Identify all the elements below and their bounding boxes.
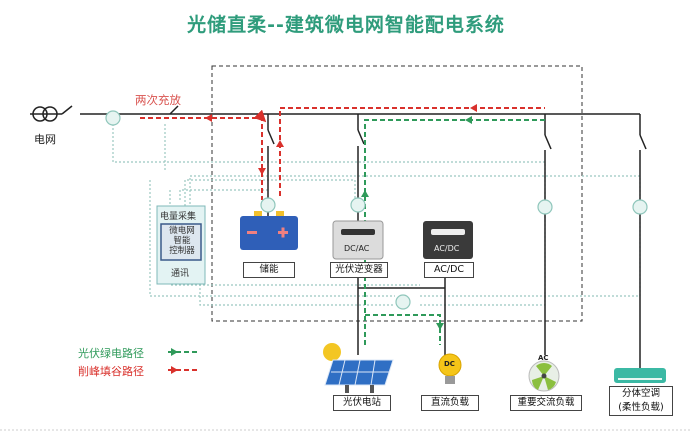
solar-panel-icon bbox=[323, 343, 394, 393]
split-ac-label: 分体空调 (柔性负载) bbox=[609, 386, 673, 416]
fan-icon bbox=[528, 360, 560, 392]
controller-center-label: 微电网 智能 控制器 bbox=[169, 226, 195, 256]
ac-icon-text: AC bbox=[538, 354, 549, 362]
switches bbox=[61, 105, 647, 150]
legend-green-label: 光伏绿电路径 bbox=[78, 347, 144, 360]
transformer-icon bbox=[32, 106, 58, 122]
air-conditioner-icon bbox=[614, 368, 666, 383]
storage-label: 储能 bbox=[243, 262, 295, 278]
controller-core bbox=[160, 223, 202, 261]
acdc-label: AC/DC bbox=[424, 262, 474, 278]
battery-icon bbox=[240, 211, 298, 250]
pv-inverter-label: 光伏逆变器 bbox=[330, 262, 388, 278]
inverter-icon-text: DC/AC bbox=[344, 244, 370, 253]
two-way-label: 两次充放 bbox=[135, 93, 181, 107]
acdc-icon-text: AC/DC bbox=[434, 244, 460, 253]
page-title: 光储直柔--建筑微电网智能配电系统 bbox=[187, 14, 505, 36]
red-path bbox=[140, 107, 545, 200]
legend-red-label: 削峰填谷路径 bbox=[78, 365, 144, 378]
grid-label: 电网 bbox=[34, 133, 56, 146]
ac-load-label: 重要交流负载 bbox=[510, 395, 582, 411]
bulb-icon bbox=[438, 353, 462, 384]
controller-top-label: 电量采集 bbox=[160, 212, 197, 222]
dc-load-label: 直流负载 bbox=[421, 395, 479, 411]
microgrid-boundary bbox=[211, 65, 583, 322]
inverter-icon bbox=[332, 220, 384, 260]
meters bbox=[105, 110, 648, 310]
acdc-icon bbox=[423, 221, 473, 259]
pv-station-label: 光伏电站 bbox=[333, 395, 391, 411]
dc-icon-text: DC bbox=[444, 360, 455, 368]
controller-bottom-label: 通讯 bbox=[171, 269, 190, 279]
ac-bus bbox=[30, 113, 641, 368]
